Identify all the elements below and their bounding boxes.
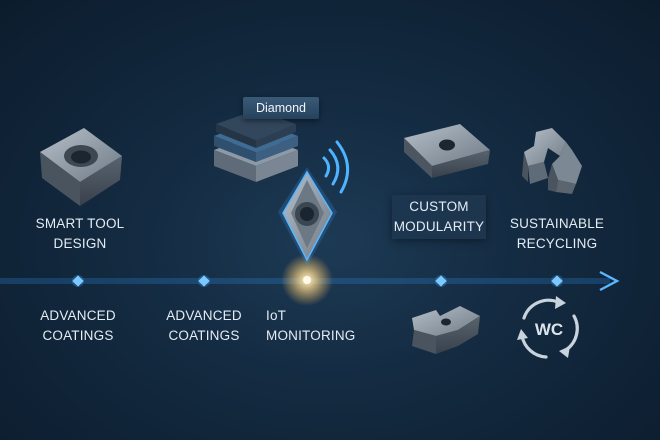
modular-bracket-icon [522,128,582,194]
label-line: Recycling [516,236,598,251]
modularity-label-box [392,195,486,239]
label-line: Modularity [393,219,485,234]
label-smart-tool-design: Smart Tool Design [24,214,136,254]
diamond-material-tag: Diamond [243,97,319,119]
timeline-node [551,275,563,287]
label-line: IoT [266,308,287,323]
square-insert-icon [40,128,122,206]
label-iot-monitoring: IoT Monitoring [254,306,376,346]
timeline-node [72,275,84,287]
label-line: Design [53,236,107,251]
label-line: Advanced [166,308,242,323]
recycle-wc-label: WC [535,320,563,339]
label-line: Smart Tool [35,216,125,231]
modular-block-icon [412,306,480,354]
timeline-node [435,275,447,287]
label-line: Coatings [168,328,240,343]
label-line: Sustainable [509,216,605,231]
timeline-node [198,275,210,287]
coating-layers-icon [214,110,298,182]
recycle-wc-icon: WC [517,296,579,359]
label-line: Monitoring [266,328,356,343]
label-custom-modularity: Custom Modularity [388,197,490,237]
label-line: Coatings [42,328,114,343]
label-sustainable-recycling: Sustainable Recycling [496,214,618,254]
wifi-signal-icon [322,140,349,194]
diamond-insert-icon [278,167,337,266]
label-line: Advanced [40,308,116,323]
label-line: Custom [409,199,469,214]
rhombic-insert-icon [404,124,490,178]
timeline-arrow-head [599,270,620,292]
timeline-glow-node [281,254,333,306]
label-advanced-coatings-2: Advanced Coatings [148,306,260,346]
timeline-nodes [72,254,563,306]
label-advanced-coatings-1: Advanced Coatings [22,306,134,346]
